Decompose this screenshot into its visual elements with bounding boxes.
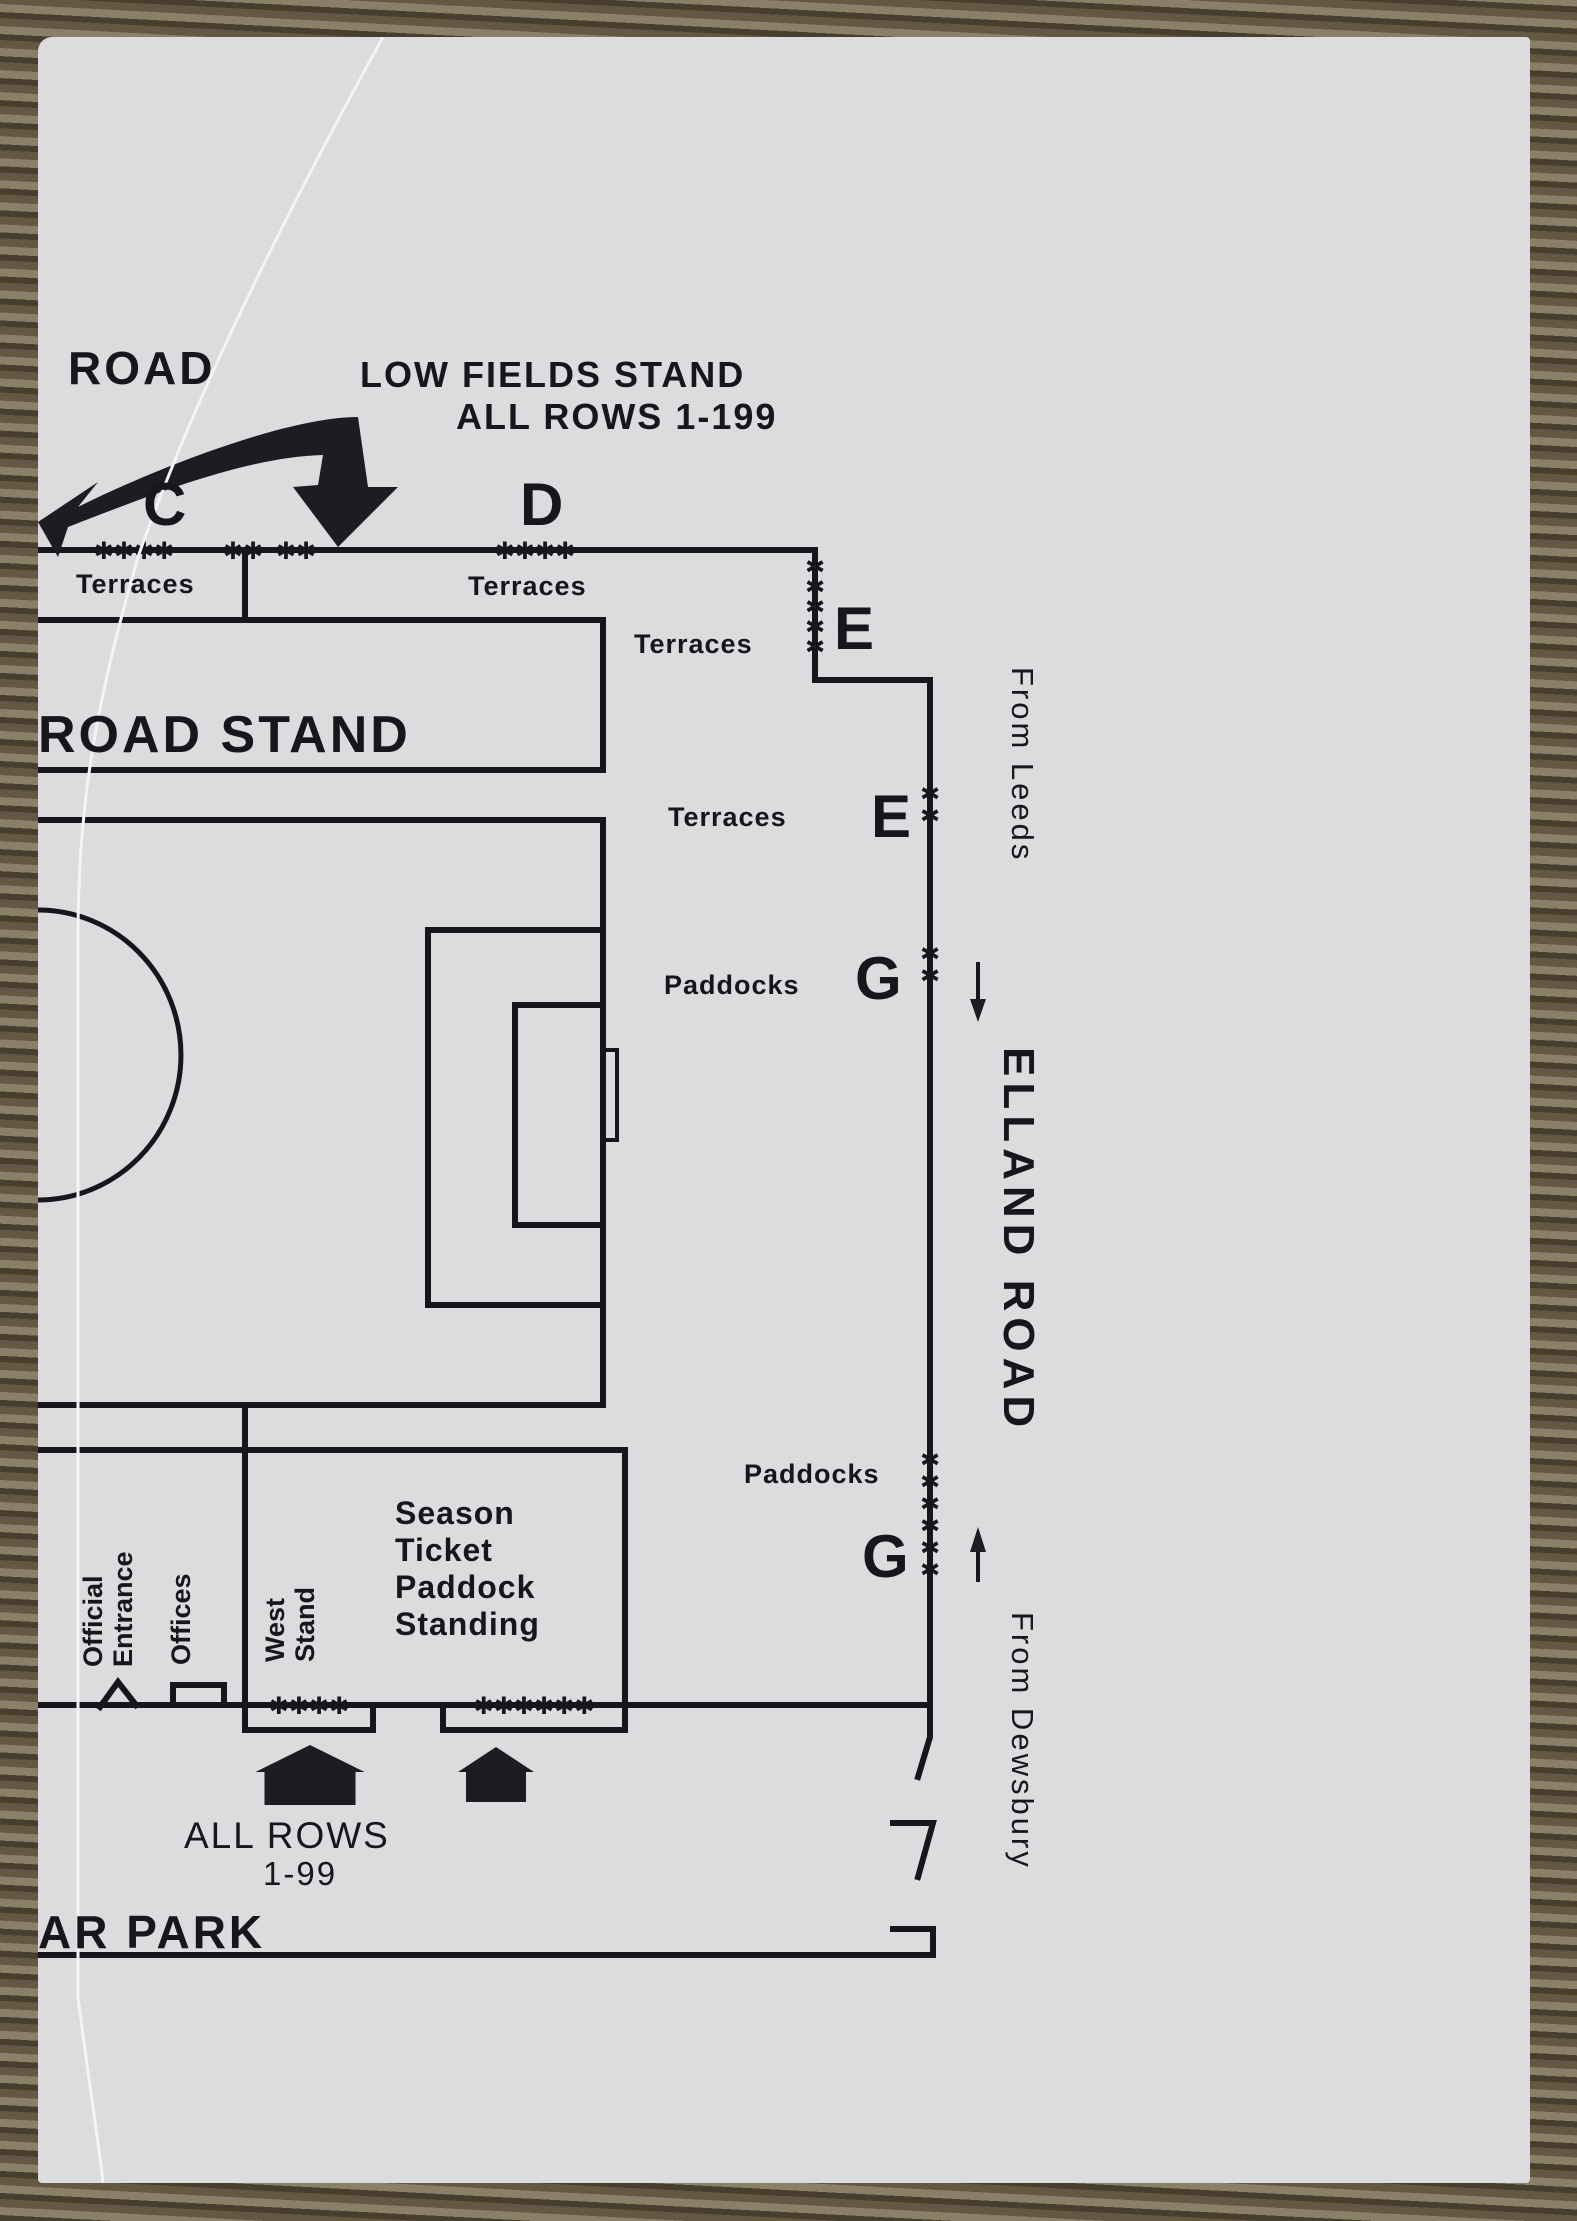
svg-text:✱✱: ✱✱	[223, 537, 263, 565]
bottom-rows-label: ALL ROWS	[184, 1815, 390, 1856]
ticket-line: Ticket	[395, 1532, 493, 1568]
official-entrance-label: Official Entrance	[78, 1551, 138, 1667]
standing-line: Standing	[395, 1606, 540, 1642]
gate-e1-area-label: Terraces	[634, 629, 753, 659]
svg-text:✱: ✱	[920, 802, 940, 830]
ticket-card: ✱✱✱✱ ✱✱ ✱✱ ✱✱✱✱ ✱✱✱✱✱ ✱✱ ✱✱ ✱✱✱✱✱✱ ✱✱✱✱ …	[38, 37, 1530, 2183]
season-ticket-block: Season Ticket Paddock Standing	[395, 1495, 540, 1643]
svg-text:✱: ✱	[805, 593, 825, 621]
gate-g2-letter: G	[862, 1523, 909, 1590]
official-line: Official	[78, 1575, 108, 1667]
bottom-rows-range: 1-99	[263, 1855, 338, 1892]
car-park-label: AR PARK	[38, 1906, 266, 1958]
stadium-map-lines: ✱✱✱✱ ✱✱ ✱✱ ✱✱✱✱ ✱✱✱✱✱ ✱✱ ✱✱ ✱✱✱✱✱✱ ✱✱✱✱ …	[38, 417, 986, 1958]
season-line: Season	[395, 1495, 515, 1531]
road-stand-label: ROAD STAND	[38, 706, 411, 764]
svg-text:✱: ✱	[920, 780, 940, 808]
gate-d-area-label: Terraces	[468, 571, 587, 601]
elland-road-label: ELLAND ROAD	[994, 1047, 1043, 1434]
svg-text:✱: ✱	[805, 573, 825, 601]
svg-text:✱: ✱	[920, 1512, 940, 1540]
svg-text:✱: ✱	[920, 1534, 940, 1562]
gate-c-letter: C	[143, 471, 187, 538]
west-line: West	[260, 1597, 290, 1662]
svg-text:✱✱✱✱✱✱: ✱✱✱✱✱✱	[474, 1692, 595, 1720]
svg-text:✱: ✱	[920, 1490, 940, 1518]
svg-text:✱: ✱	[805, 553, 825, 581]
gate-e2-letter: E	[871, 783, 912, 850]
west-stand-label: West Stand	[260, 1587, 320, 1662]
stand-line: Stand	[290, 1586, 320, 1662]
gate-e1-letter: E	[834, 595, 875, 662]
svg-text:✱: ✱	[920, 1556, 940, 1584]
from-leeds-label: From Leeds	[1005, 667, 1040, 863]
gate-c-area-label: Terraces	[76, 569, 195, 599]
gate-e2-area-label: Terraces	[668, 802, 787, 832]
svg-text:✱✱✱✱: ✱✱✱✱	[495, 537, 575, 565]
svg-text:✱: ✱	[805, 613, 825, 641]
from-dewsbury-label: From Dewsbury	[1005, 1612, 1040, 1870]
svg-text:✱✱✱✱: ✱✱✱✱	[269, 1692, 349, 1720]
offices-label: Offices	[166, 1573, 196, 1665]
svg-text:✱✱✱✱: ✱✱✱✱	[94, 537, 174, 565]
gate-d-letter: D	[520, 471, 564, 538]
gate-g2-area-label: Paddocks	[744, 1459, 880, 1489]
entrance-line: Entrance	[108, 1551, 138, 1667]
svg-text:✱: ✱	[805, 633, 825, 661]
svg-text:✱✱: ✱✱	[276, 537, 316, 565]
svg-text:✱: ✱	[920, 962, 940, 990]
gate-g1-area-label: Paddocks	[664, 970, 800, 1000]
svg-text:✱: ✱	[920, 940, 940, 968]
top-road-label: ROAD	[68, 342, 216, 394]
low-fields-stand-label: LOW FIELDS STAND	[360, 354, 746, 395]
gate-g1-letter: G	[855, 945, 902, 1012]
low-fields-rows-label: ALL ROWS 1-199	[456, 396, 778, 437]
svg-text:✱: ✱	[920, 1446, 940, 1474]
svg-text:✱: ✱	[920, 1468, 940, 1496]
paddock-line: Paddock	[395, 1569, 536, 1605]
